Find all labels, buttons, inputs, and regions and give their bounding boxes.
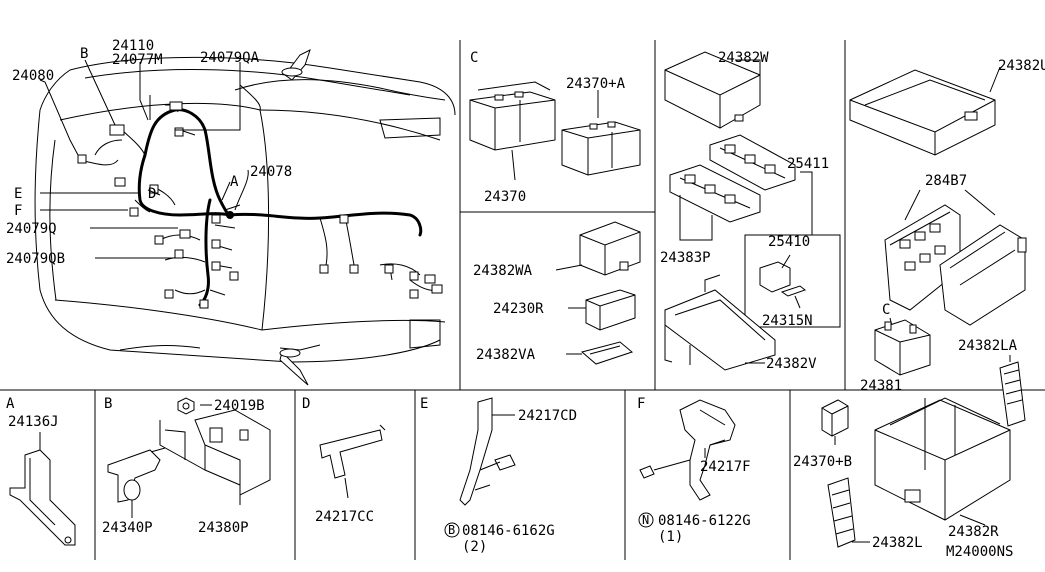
section-label-c: C [470, 50, 478, 66]
bolt-quantity-n: (1) [658, 529, 683, 545]
part-label-24381: 24381 [860, 378, 902, 394]
diagram-id: M24000NS [946, 544, 1013, 560]
part-label-284b7: 284B7 [925, 173, 967, 189]
part-label-24080: 24080 [12, 68, 54, 84]
section-b: B 24019B 24340P 24380P [102, 396, 271, 536]
part-label-24370a: 24370+A [566, 76, 626, 92]
bolt-quantity-b: (2) [462, 539, 487, 555]
callout-c-lower: C [882, 302, 890, 318]
part-label-24382wa: 24382WA [473, 263, 533, 279]
part-label-24079qa: 24079QA [200, 50, 260, 66]
section-e: E 24217CD B 08146-6162G (2) [420, 396, 577, 555]
part-label-24217cd: 24217CD [518, 408, 577, 424]
main-leader-lines [39, 59, 249, 259]
part-label-24110: 24110 [112, 38, 154, 54]
part-label-24079q: 24079Q [6, 221, 57, 237]
section-relay-box: 24370+B 24382R 24382L M24000NS [793, 361, 1026, 560]
part-label-24217cc: 24217CC [315, 509, 374, 525]
part-label-24382r: 24382R [948, 524, 999, 540]
bolt-part-number-b: 08146-6162G [462, 523, 555, 539]
part-label-25410: 25410 [768, 234, 810, 250]
bolt-ref-n: N [642, 513, 649, 527]
section-label-f: F [637, 396, 645, 412]
part-label-24382u: 24382U [998, 58, 1045, 74]
section-label-b: B [104, 396, 112, 412]
part-label-24382la: 24382LA [958, 338, 1018, 354]
part-label-24136j: 24136J [8, 414, 59, 430]
part-label-25411: 25411 [787, 156, 829, 172]
part-label-24230r: 24230R [493, 301, 544, 317]
part-label-24382l: 24382L [872, 535, 923, 551]
wiring-harness-24078 [77, 95, 443, 309]
part-label-24382v: 24382V [766, 356, 817, 372]
section-ipdm: 24382U 284B7 C 24381 24382LA [849, 58, 1045, 394]
callout-a: A [230, 174, 239, 190]
part-label-24370: 24370 [484, 189, 526, 205]
callout-d: D [148, 186, 156, 202]
part-label-24217f: 24217F [700, 459, 751, 475]
section-label-e: E [420, 396, 428, 412]
part-label-24315n: 24315N [762, 313, 813, 329]
part-label-24019b: 24019B [214, 398, 265, 414]
main-labels: 24080 B 24110 24077M 24079QA 24078 A E D… [6, 38, 292, 267]
section-label-d: D [302, 396, 310, 412]
bolt-part-number-n: 08146-6122G [658, 513, 751, 529]
part-label-24370b: 24370+B [793, 454, 852, 470]
section-fuse-block: 24382W 24383P 25411 25410 24315N 24382V [660, 50, 841, 372]
part-label-24383p: 24383P [660, 250, 711, 266]
part-label-24079qb: 24079QB [6, 251, 65, 267]
section-c-relays: C 24370 24370+A 24382WA 24230R [469, 50, 641, 365]
bolt-ref-b: B [448, 523, 455, 537]
section-a: A 24136J [6, 396, 76, 546]
section-dividers [0, 40, 1045, 560]
callout-b: B [80, 46, 88, 62]
part-label-24078: 24078 [250, 164, 292, 180]
part-label-24382w: 24382W [718, 50, 769, 66]
section-d: D 24217CC [302, 396, 386, 525]
callout-f: F [14, 203, 22, 219]
part-label-24340p: 24340P [102, 520, 153, 536]
part-label-24380p: 24380P [198, 520, 249, 536]
callout-e: E [14, 186, 22, 202]
part-label-24382va: 24382VA [476, 347, 536, 363]
section-f: F 24217F N 08146-6122G (1) [637, 396, 751, 545]
vehicle-outline [34, 49, 456, 386]
part-label-24077m: 24077M [112, 52, 163, 68]
section-label-a: A [6, 396, 15, 412]
